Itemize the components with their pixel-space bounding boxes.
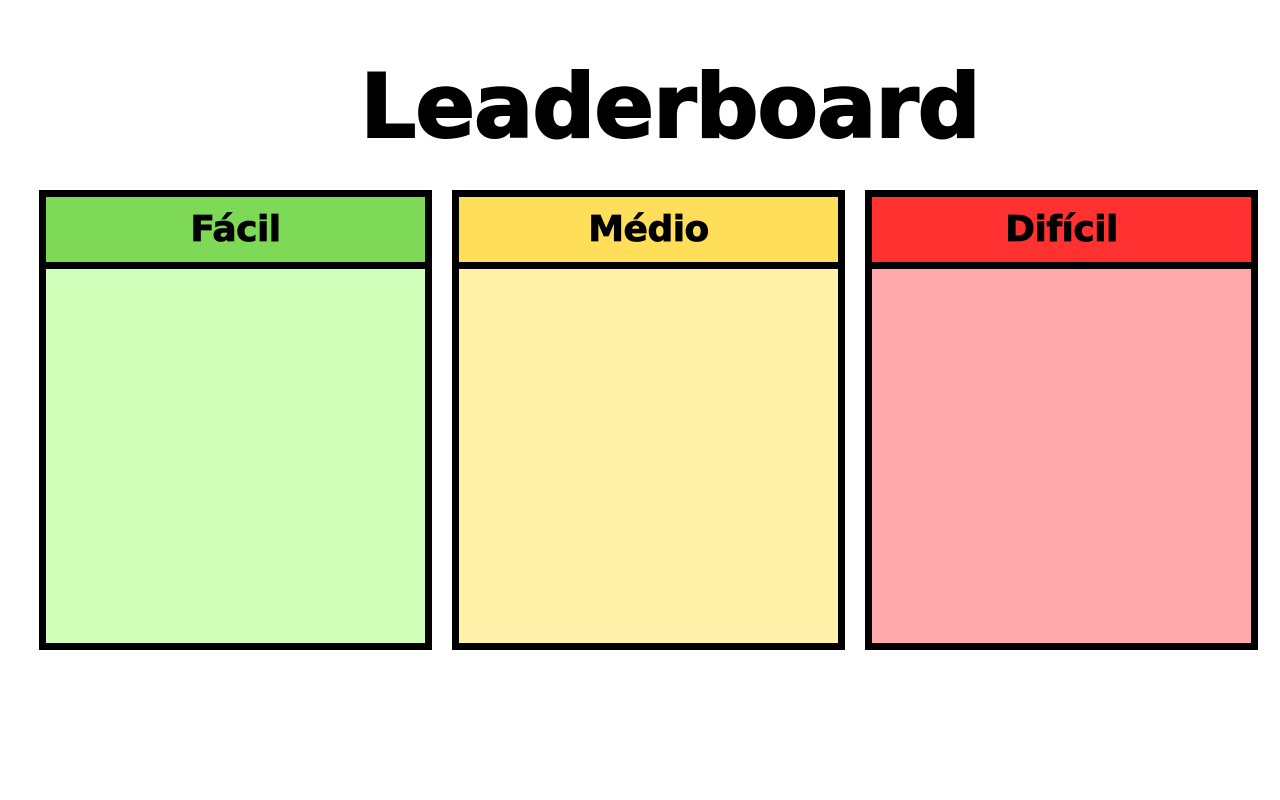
leaderboard-easy: Fácil (39, 190, 432, 650)
leaderboard-medium-header: Médio (459, 197, 838, 269)
leaderboard-hard: Difícil (865, 190, 1258, 650)
page-title: Leaderboard (359, 54, 981, 159)
leaderboard-medium: Médio (452, 190, 845, 650)
leaderboard-hard-list (872, 269, 1251, 643)
leaderboard-hard-header: Difícil (872, 197, 1251, 269)
leaderboard-easy-header: Fácil (46, 197, 425, 269)
leaderboard-medium-list (459, 269, 838, 643)
leaderboard-easy-list (46, 269, 425, 643)
